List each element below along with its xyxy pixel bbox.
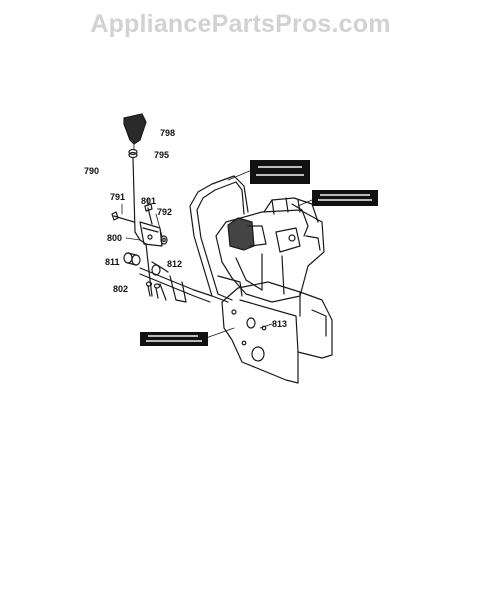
reference-box-engine: [312, 190, 378, 206]
part-792: 792: [157, 207, 172, 217]
part-801: 801: [141, 196, 156, 206]
nut: [128, 148, 138, 159]
part-802: 802: [113, 284, 128, 294]
part-811: 811: [105, 257, 120, 267]
knob: [123, 113, 147, 145]
frame-plate: [221, 281, 333, 384]
bushing: [123, 252, 141, 266]
lever: [151, 261, 187, 303]
part-791: 791: [110, 192, 125, 202]
bracket: [139, 221, 163, 247]
bolt-pair: [145, 281, 161, 299]
washer: [160, 235, 168, 245]
watermark: AppliancePartsPros.com: [90, 10, 391, 38]
handle: [189, 175, 249, 303]
bolt-small: [144, 203, 153, 225]
part-795: 795: [154, 150, 169, 160]
part-813: 813: [272, 319, 287, 329]
engine: [215, 197, 325, 303]
part-800: 800: [107, 233, 122, 243]
bolt: [111, 211, 135, 223]
reference-box-frame: [140, 332, 208, 346]
part-798: 798: [160, 128, 175, 138]
part-812: 812: [167, 259, 182, 269]
reference-box-handle: [250, 160, 310, 184]
leader-lines: [121, 143, 313, 339]
part-790: 790: [84, 166, 99, 176]
